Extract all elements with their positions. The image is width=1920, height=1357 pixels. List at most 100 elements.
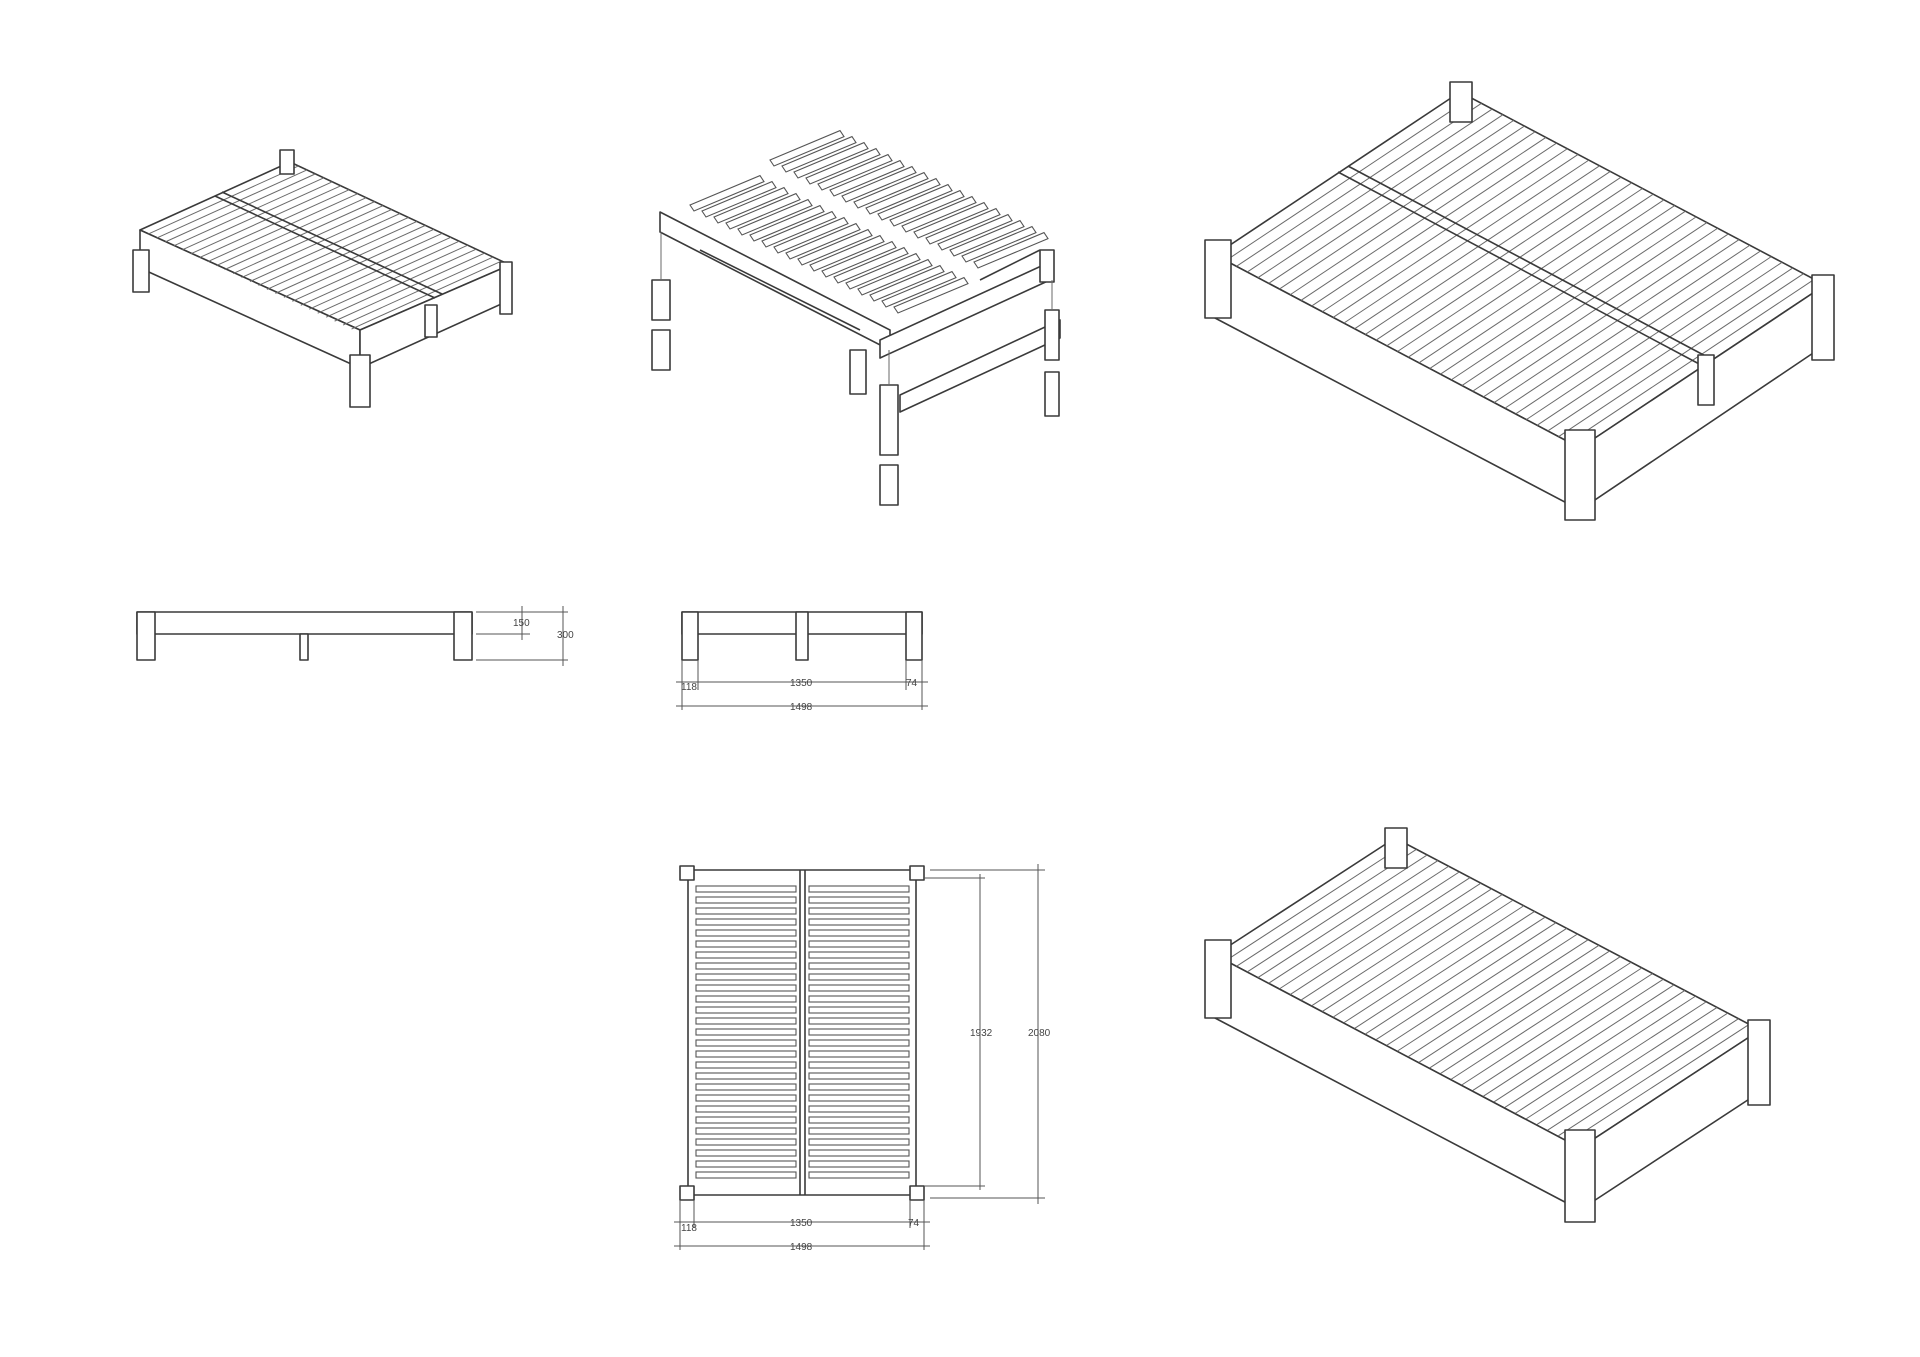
slat xyxy=(1418,199,1665,364)
slat xyxy=(808,1116,910,1124)
dim-left-offset: 118 xyxy=(681,682,697,693)
slat xyxy=(1343,159,1590,324)
slat xyxy=(1311,142,1557,307)
slat xyxy=(808,1017,910,1025)
iso-large-leg xyxy=(1697,354,1715,406)
iso-large-leg xyxy=(1564,429,1596,521)
slat xyxy=(937,213,1013,251)
slat xyxy=(1257,860,1439,979)
slat xyxy=(808,1039,910,1047)
iso-single-leg xyxy=(1384,827,1408,869)
slat xyxy=(1558,1018,1739,1137)
iso-leg xyxy=(279,149,295,175)
slat xyxy=(695,896,797,904)
slat xyxy=(695,1028,797,1036)
slat xyxy=(1483,978,1664,1097)
slat xyxy=(808,962,910,970)
slat xyxy=(1322,148,1568,313)
dim-inner-width: 1350 xyxy=(790,1218,813,1229)
slat xyxy=(1375,922,1557,1041)
exploded-rail-line xyxy=(699,249,861,331)
slat xyxy=(695,951,797,959)
slat xyxy=(1289,131,1536,296)
slat xyxy=(1450,216,1697,381)
slat xyxy=(901,195,977,233)
slat xyxy=(841,165,917,203)
iso-single-leg xyxy=(1204,939,1232,1019)
slat xyxy=(877,183,953,221)
slat xyxy=(808,1061,910,1069)
slat xyxy=(695,1171,797,1179)
exploded-leg xyxy=(1039,249,1055,283)
side-elevation: 150 300 xyxy=(136,606,574,666)
iso-view-double-bed-small xyxy=(132,149,513,408)
slat xyxy=(805,147,881,185)
slat xyxy=(1225,97,1472,262)
slat xyxy=(1289,877,1471,995)
side-leg xyxy=(136,611,156,661)
slat xyxy=(808,907,910,915)
iso-leg xyxy=(499,261,513,315)
slat xyxy=(1397,188,1643,352)
slat xyxy=(695,1094,797,1102)
slat xyxy=(695,1072,797,1080)
slat xyxy=(695,1017,797,1025)
iso-view-double-bed-large xyxy=(1204,81,1835,521)
slat xyxy=(889,189,965,227)
slat xyxy=(1332,899,1514,1018)
slat xyxy=(773,216,849,254)
slat xyxy=(1311,888,1492,1007)
slat xyxy=(1397,933,1578,1052)
dim-height-upper: 150 xyxy=(513,618,530,629)
slat xyxy=(1493,984,1675,1103)
slat xyxy=(808,1160,910,1168)
iso-leg xyxy=(424,304,438,338)
slat xyxy=(1515,250,1761,415)
slat xyxy=(713,186,789,224)
slat xyxy=(695,940,797,948)
exploded-leg xyxy=(879,384,899,456)
slat xyxy=(809,234,885,272)
slat xyxy=(1429,205,1675,369)
dim-total-width: 1498 xyxy=(790,1242,813,1253)
slat xyxy=(351,260,502,330)
slat xyxy=(808,940,910,948)
slat xyxy=(695,929,797,937)
dim-inner-length: 1932 xyxy=(970,1028,993,1039)
plan-slats xyxy=(695,885,910,1179)
slat xyxy=(1504,990,1686,1108)
iso-large-slats xyxy=(1225,97,1815,443)
slat xyxy=(695,1149,797,1157)
plan-leg xyxy=(679,865,695,881)
slat xyxy=(808,885,910,893)
slat xyxy=(1568,1023,1750,1142)
slat xyxy=(342,256,494,326)
slat xyxy=(737,198,813,236)
dim-total-length: 2080 xyxy=(1028,1028,1051,1039)
slat xyxy=(701,180,777,218)
slat xyxy=(769,129,845,167)
slat xyxy=(781,135,857,173)
slat xyxy=(1450,961,1632,1080)
end-leg xyxy=(905,611,923,661)
slat xyxy=(1547,1012,1729,1131)
slat xyxy=(695,1138,797,1146)
slat xyxy=(808,1050,910,1058)
slat xyxy=(695,962,797,970)
slat xyxy=(695,1083,797,1091)
slat xyxy=(1418,944,1600,1063)
slat xyxy=(808,1072,910,1080)
iso-single-leg xyxy=(1747,1019,1771,1106)
side-leg xyxy=(453,611,473,661)
dim-right-offset: 74 xyxy=(908,1218,920,1229)
slat xyxy=(695,1050,797,1058)
slat xyxy=(1515,995,1696,1114)
dim-right-offset: 74 xyxy=(906,678,918,689)
iso-large-leg xyxy=(1811,274,1835,361)
slat xyxy=(808,1105,910,1113)
iso-large-leg xyxy=(1449,81,1473,123)
slat xyxy=(1526,256,1772,421)
slat xyxy=(817,153,893,191)
side-rail xyxy=(136,611,473,635)
slat xyxy=(1322,894,1503,1012)
